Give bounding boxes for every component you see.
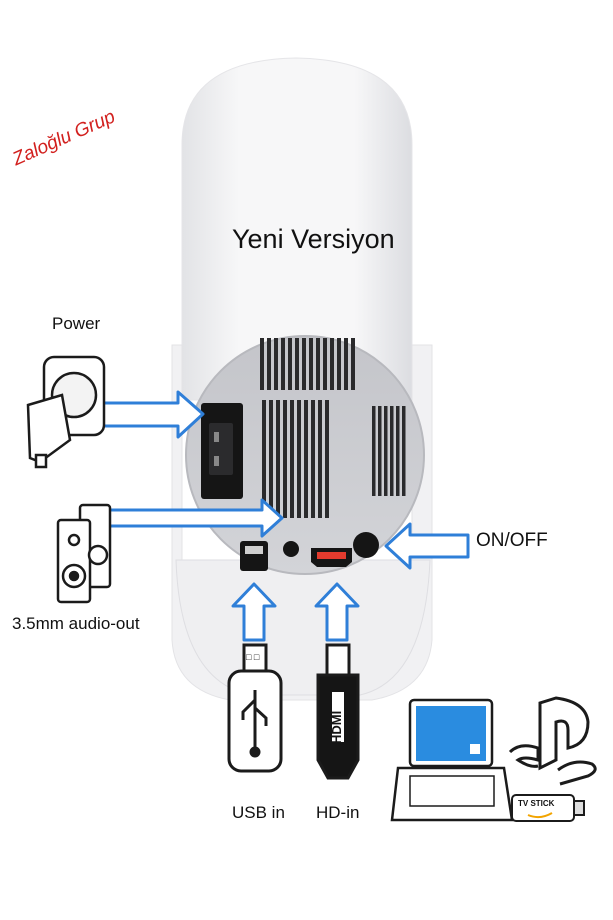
hdmi-port: [311, 548, 352, 567]
vent-slot: [274, 338, 278, 390]
vent-slot: [283, 400, 287, 518]
vent-slot: [276, 400, 280, 518]
vent-slot: [330, 338, 334, 390]
on-off-label: ON/OFF: [476, 530, 548, 551]
vent-slot: [304, 400, 308, 518]
vent-slot: [396, 406, 400, 496]
tv-stick-label: TV STICK: [518, 799, 555, 808]
vent-slot: [316, 338, 320, 390]
arrow-onoff: [384, 522, 470, 570]
audio-out-label: 3.5mm audio-out: [12, 614, 140, 633]
hd-in-label: HD-in: [316, 803, 360, 822]
usb-plug-icon: [227, 643, 283, 773]
vent-slot: [351, 338, 355, 390]
playstation-icon: [508, 696, 597, 786]
vent-slot: [302, 338, 306, 390]
power-socket-icon: [26, 355, 106, 469]
hdmi-plug-icon: [316, 643, 360, 780]
vent-slot: [318, 400, 322, 518]
vent-slot: [281, 338, 285, 390]
vent-slot: [267, 338, 271, 390]
projector-body: [171, 57, 433, 701]
vent-slot: [378, 406, 382, 496]
vent-slot: [384, 406, 388, 496]
vent-slot: [311, 400, 315, 518]
arrow-usb: [231, 582, 277, 642]
vent-slot: [269, 400, 273, 518]
vent-slot: [260, 338, 264, 390]
vent-slot: [295, 338, 299, 390]
vent-slot: [390, 406, 394, 496]
usb-in-label: USB in: [232, 803, 285, 822]
vent-slot: [297, 400, 301, 518]
vent-slot: [288, 338, 292, 390]
power-button: [353, 532, 379, 558]
vent-slot: [344, 338, 348, 390]
hdmi-label: HDMI: [329, 710, 344, 744]
usb-plug-mark: □ □: [246, 652, 260, 662]
power-port: [201, 403, 243, 499]
power-label: Power: [52, 314, 101, 333]
vent-slot: [290, 400, 294, 518]
arrow-audio: [106, 498, 284, 538]
vent-slot: [372, 406, 376, 496]
vent-slot: [262, 400, 266, 518]
arrow-power: [98, 390, 205, 439]
page-title: Yeni Versiyon: [232, 224, 395, 254]
vent-grille: [260, 338, 406, 518]
arrow-hdmi: [314, 582, 360, 642]
vent-slot: [402, 406, 406, 496]
usb-port: [240, 541, 268, 571]
vent-slot: [309, 338, 313, 390]
vent-slot: [337, 338, 341, 390]
vent-slot: [325, 400, 329, 518]
speaker-icon: [56, 503, 112, 604]
tv-stick-icon: [511, 794, 585, 822]
vent-slot: [323, 338, 327, 390]
laptop-icon: [390, 698, 514, 822]
audio-jack-port: [283, 541, 299, 557]
arrows: [98, 390, 470, 642]
